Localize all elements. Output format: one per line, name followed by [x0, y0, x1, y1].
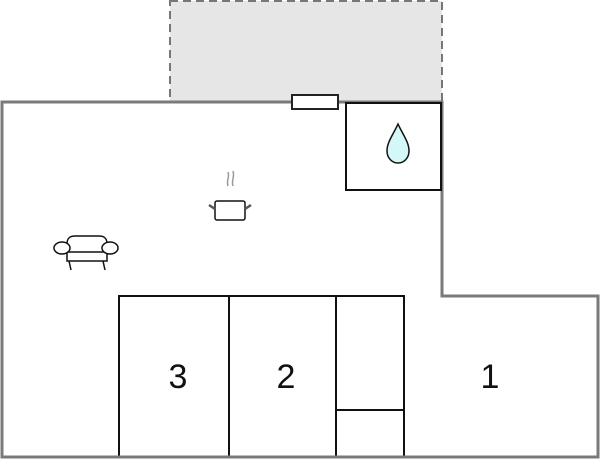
corridor [335, 295, 405, 458]
terrace-area [169, 0, 443, 103]
room-label-3: 3 [168, 358, 188, 396]
water-drop-icon [386, 122, 410, 164]
bedroom-3-room [118, 295, 230, 458]
window-icon [291, 94, 339, 110]
armchair-icon [53, 235, 119, 271]
room-label-2: 2 [276, 358, 296, 396]
room-label-1: 1 [480, 358, 500, 396]
cooking-pot-icon [208, 170, 252, 221]
